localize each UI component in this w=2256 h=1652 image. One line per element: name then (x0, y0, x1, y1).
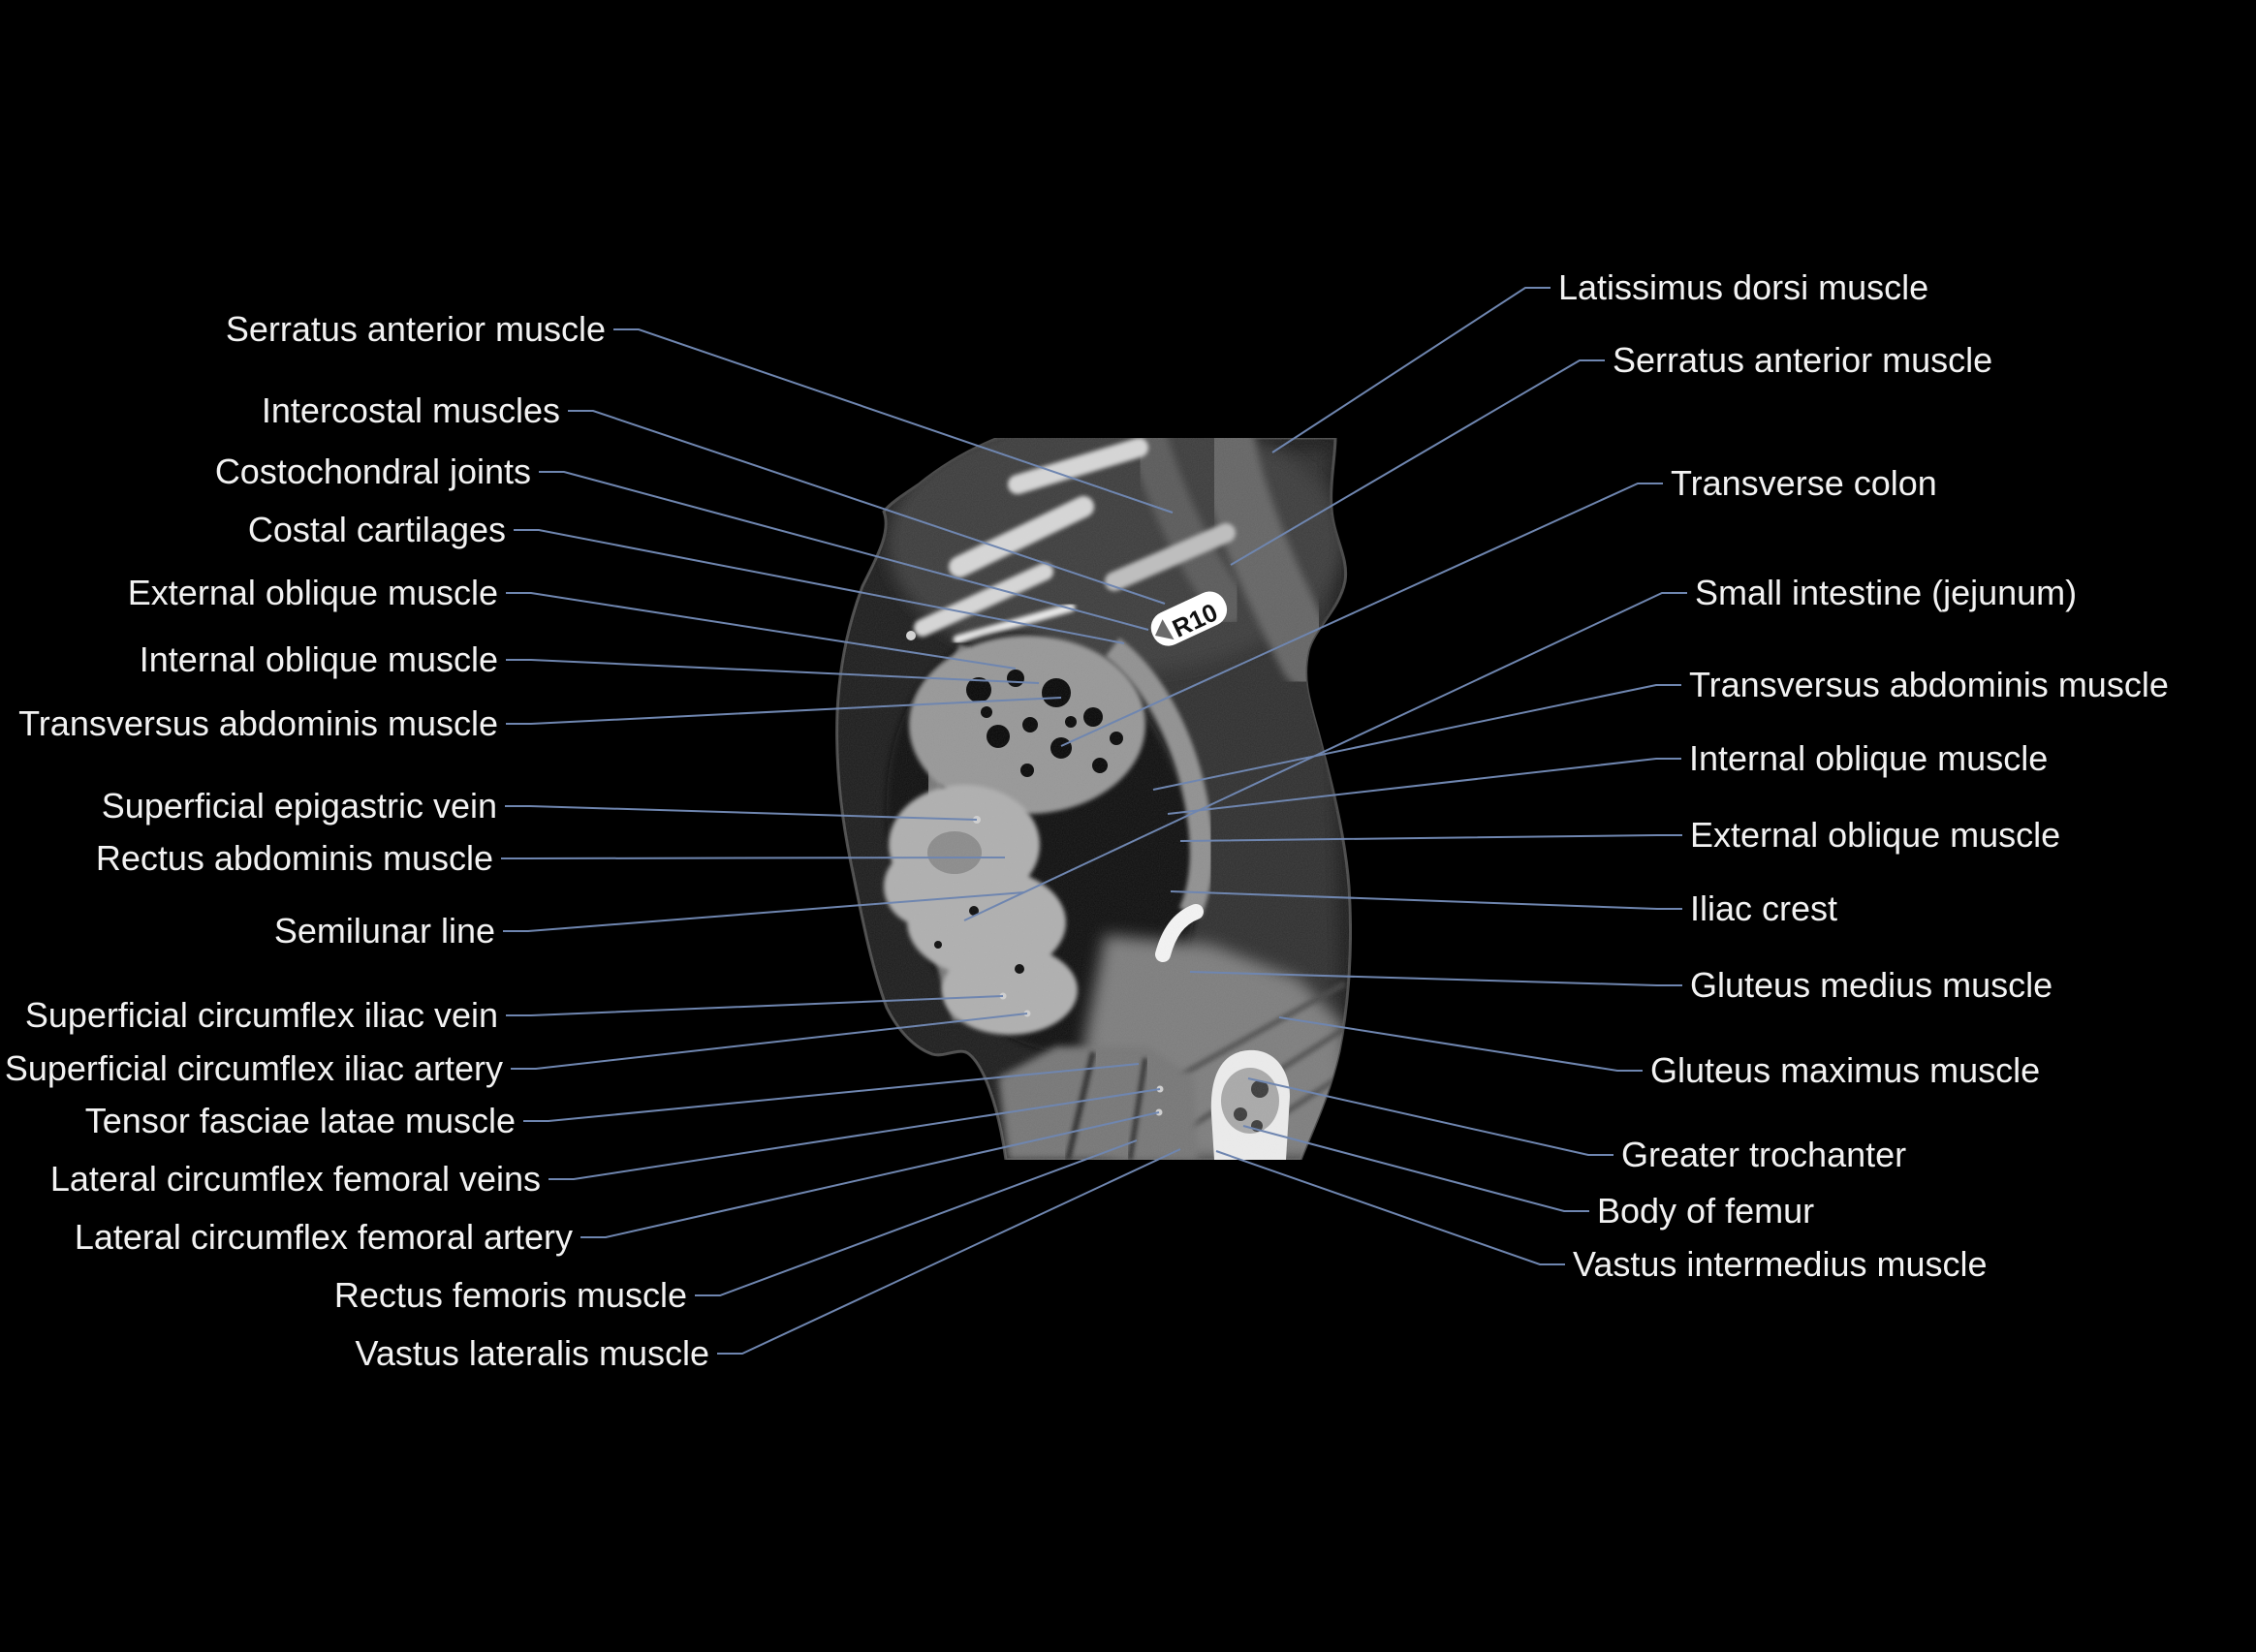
leader-line-greater-trochanter (1247, 1077, 1614, 1156)
leader-line-iliac-crest (1170, 890, 1682, 910)
leader-line-superficial-circumflex-iliac-artery (511, 1013, 1028, 1070)
anatomy-label-tensor-fasciae-latae-muscle: Tensor fasciae latae muscle (84, 1101, 516, 1140)
leader-line-internal-oblique-muscle (1167, 758, 1681, 815)
anatomy-label-internal-oblique-muscle: Internal oblique muscle (1689, 738, 2049, 778)
leader-line-gluteus-maximus-muscle (1278, 1016, 1643, 1072)
leader-line-intercostal-muscles (568, 410, 1166, 605)
anatomy-label-greater-trochanter: Greater trochanter (1621, 1135, 1907, 1174)
leader-line-vastus-lateralis-muscle (717, 1148, 1181, 1355)
anatomy-label-transversus-abdominis-muscle: Transversus abdominis muscle (18, 703, 498, 743)
leader-line-lateral-circumflex-femoral-artery (580, 1111, 1160, 1238)
anatomy-label-lateral-circumflex-femoral-artery: Lateral circumflex femoral artery (74, 1217, 573, 1257)
anatomy-label-gluteus-maximus-muscle: Gluteus maximus muscle (1650, 1050, 2041, 1090)
anatomy-label-vastus-intermedius-muscle: Vastus intermedius muscle (1573, 1244, 1988, 1284)
leader-line-rectus-abdominis-muscle (501, 857, 1006, 859)
leader-line-rectus-femoris-muscle (695, 1139, 1138, 1296)
anatomy-label-gluteus-medius-muscle: Gluteus medius muscle (1690, 965, 2053, 1005)
leader-line-superficial-epigastric-vein (505, 805, 978, 821)
anatomy-label-rectus-abdominis-muscle: Rectus abdominis muscle (95, 838, 493, 878)
anatomy-label-body-of-femur: Body of femur (1597, 1191, 1815, 1231)
leader-line-external-oblique-muscle (1179, 834, 1682, 842)
leader-line-transversus-abdominis-muscle (506, 697, 1062, 725)
ct-scan-image: R10 (835, 438, 1352, 1160)
anatomy-label-superficial-epigastric-vein: Superficial epigastric vein (101, 786, 497, 826)
leader-line-small-intestine-jejunum (963, 592, 1687, 921)
anatomy-label-intercostal-muscles: Intercostal muscles (261, 390, 560, 430)
ct-anatomy-art: R10 (835, 438, 1352, 1160)
anatomy-label-lateral-circumflex-femoral-veins: Lateral circumflex femoral veins (49, 1159, 541, 1199)
leader-line-superficial-circumflex-iliac-vein (506, 995, 1004, 1016)
anatomy-label-internal-oblique-muscle: Internal oblique muscle (139, 639, 498, 679)
leader-line-tensor-fasciae-latae-muscle (523, 1063, 1140, 1122)
leader-line-transverse-colon (1060, 483, 1663, 747)
anatomy-label-iliac-crest: Iliac crest (1690, 888, 1838, 928)
anatomy-label-external-oblique-muscle: External oblique muscle (1690, 815, 2061, 855)
anatomy-label-costal-cartilages: Costal cartilages (247, 510, 506, 549)
leader-line-serratus-anterior-muscle (613, 328, 1174, 514)
anatomy-label-costochondral-joints: Costochondral joints (214, 452, 531, 491)
anatomy-label-vastus-lateralis-muscle: Vastus lateralis muscle (355, 1333, 709, 1373)
anatomy-label-transverse-colon: Transverse colon (1671, 463, 1937, 503)
anatomy-label-external-oblique-muscle: External oblique muscle (127, 573, 498, 612)
leader-line-transversus-abdominis-muscle (1152, 684, 1681, 791)
anatomy-label-semilunar-line: Semilunar line (273, 911, 495, 951)
anatomy-label-superficial-circumflex-iliac-artery: Superficial circumflex iliac artery (4, 1048, 503, 1088)
leader-line-gluteus-medius-muscle (1189, 971, 1682, 986)
leader-line-internal-oblique-muscle (506, 659, 1040, 684)
anatomy-label-serratus-anterior-muscle: Serratus anterior muscle (225, 309, 606, 349)
leader-line-vastus-intermedius-muscle (1215, 1150, 1565, 1265)
leader-line-costal-cartilages (514, 529, 1125, 644)
leader-line-body-of-femur (1242, 1125, 1589, 1212)
leader-line-external-oblique-muscle (506, 592, 1017, 670)
leader-line-costochondral-joints (539, 471, 1149, 631)
anatomy-label-serratus-anterior-muscle: Serratus anterior muscle (1613, 340, 1993, 380)
anatomy-label-rectus-femoris-muscle: Rectus femoris muscle (333, 1275, 687, 1315)
anatomy-label-superficial-circumflex-iliac-vein: Superficial circumflex iliac vein (24, 995, 498, 1035)
leader-line-latissimus-dorsi-muscle (1271, 287, 1551, 453)
anatomy-label-latissimus-dorsi-muscle: Latissimus dorsi muscle (1558, 267, 1929, 307)
anatomy-label-transversus-abdominis-muscle: Transversus abdominis muscle (1689, 665, 2169, 704)
leader-line-serratus-anterior-muscle (1230, 359, 1605, 566)
anatomy-label-small-intestine-jejunum: Small intestine (jejunum) (1695, 573, 2078, 612)
leader-line-semilunar-line (503, 891, 1025, 932)
leader-line-lateral-circumflex-femoral-veins (548, 1088, 1161, 1180)
